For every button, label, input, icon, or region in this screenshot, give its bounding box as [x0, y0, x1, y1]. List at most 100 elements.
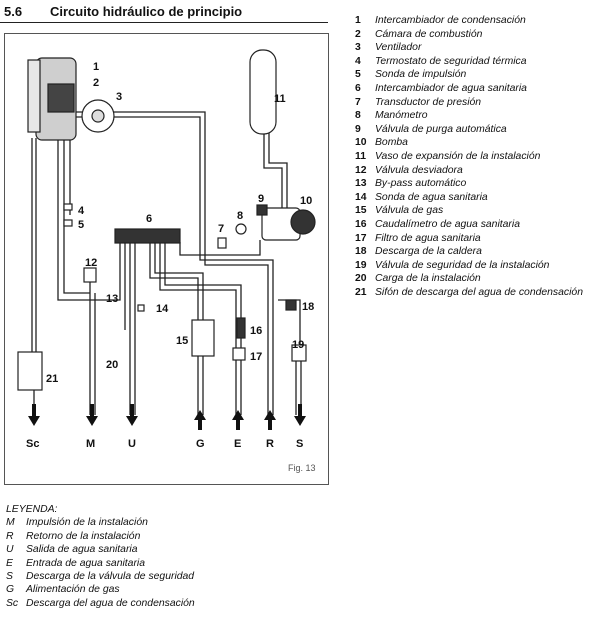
callout-18: 18: [302, 301, 314, 313]
component-item: 12 Válvula desviadora: [355, 164, 583, 178]
callout-3: 3: [116, 91, 122, 103]
siphon: [17, 351, 43, 391]
component-text: Termostato de seguridad térmica: [375, 55, 527, 67]
callout-4: 4: [78, 205, 85, 217]
component-item: 7 Transductor de presión: [355, 96, 583, 110]
component-text: Descarga de la caldera: [375, 246, 482, 258]
legend-heading: LEYENDA:: [6, 504, 58, 515]
legend-code: G: [6, 584, 15, 596]
component-text: Transductor de presión: [375, 96, 482, 108]
gas-valve: [191, 319, 215, 357]
legend-text: Retorno de la instalación: [26, 530, 141, 542]
terminal-sc: Sc: [26, 438, 39, 450]
filter: [232, 347, 246, 361]
drain: [285, 299, 297, 311]
component-item: 4 Termostato de seguridad térmica: [355, 55, 583, 69]
component-number: 1: [355, 15, 361, 26]
component-number: 12: [355, 164, 367, 176]
component-number: 11: [355, 150, 366, 162]
component-item: 9 Válvula de purga automática: [355, 123, 583, 137]
component-text: Ventilador: [375, 42, 422, 54]
callout-2: 2: [93, 77, 99, 89]
component-item: 10 Bomba: [355, 136, 583, 150]
component-number: 13: [355, 178, 367, 190]
component-text: Intercambiador de agua sanitaria: [375, 82, 527, 94]
component-number: 2: [355, 28, 361, 40]
component-text: Caudalímetro de agua sanitaria: [375, 218, 520, 230]
legend-code: S: [6, 571, 13, 583]
terminal-s: S: [296, 438, 303, 450]
callout-11: 11: [274, 93, 286, 105]
callout-20: 20: [106, 359, 118, 371]
terminal-u: U: [128, 438, 136, 450]
manometer: [235, 223, 247, 235]
legend-text: Impulsión de la instalación: [26, 517, 148, 529]
callout-8: 8: [237, 210, 243, 222]
diverter-valve: [83, 267, 97, 283]
callout-19: 19: [292, 339, 304, 351]
callout-14: 14: [156, 303, 169, 315]
component-number: 16: [355, 218, 367, 230]
callout-6: 6: [146, 213, 152, 225]
component-text: Intercambiador de condensación: [375, 15, 526, 26]
safety-valve: [291, 344, 307, 362]
callout-10: 10: [300, 195, 312, 207]
component-text: Sifón de descarga del agua de condensaci…: [375, 286, 583, 298]
callout-12: 12: [85, 257, 97, 269]
component-text: Sonda de agua sanitaria: [375, 191, 488, 203]
callout-1: 1: [93, 61, 99, 73]
legend-text: Descarga de la válvula de seguridad: [26, 571, 195, 583]
pump: [290, 209, 316, 235]
pipes: [31, 111, 302, 415]
callout-17: 17: [250, 351, 262, 363]
component-text: Válvula de purga automática: [375, 123, 507, 135]
legend-code: U: [6, 544, 14, 556]
section-title: Circuito hidráulico de principio: [50, 4, 243, 19]
terminal-e: E: [234, 438, 241, 450]
expansion-tank: [249, 49, 277, 135]
component-item: 6 Intercambiador de agua sanitaria: [355, 82, 583, 96]
component-item: 5 Sonda de impulsión: [355, 68, 583, 82]
legend-item: S Descarga de la válvula de seguridad: [6, 570, 195, 583]
component-text: Bomba: [375, 137, 408, 149]
component-number: 6: [355, 82, 361, 94]
component-item: 1 Intercambiador de condensación: [355, 14, 583, 28]
diagram-frame: [4, 33, 329, 485]
component-text: Válvula de seguridad de la instalación: [375, 259, 550, 271]
components: [17, 49, 316, 391]
section-header: 5.6 Circuito hidráulico de principio: [0, 0, 328, 23]
terminal-r: R: [266, 438, 274, 450]
component-number: 10: [355, 137, 367, 149]
section-number: 5.6: [4, 4, 23, 19]
component-text: Válvula desviadora: [375, 164, 463, 176]
component-item: 19 Válvula de seguridad de la instalación: [355, 259, 583, 273]
callout-9: 9: [258, 193, 264, 205]
component-number: 7: [355, 96, 361, 108]
callout-7: 7: [218, 223, 224, 235]
component-number: 17: [355, 232, 367, 244]
component-number: 9: [355, 123, 361, 135]
dhw-exchanger: [114, 228, 181, 244]
component-text: Válvula de gas: [375, 205, 444, 217]
terminal-arrows: [28, 404, 306, 430]
component-text: Sonda de impulsión: [375, 69, 467, 81]
component-number: 4: [355, 55, 361, 67]
component-number: 5: [355, 69, 361, 81]
callout-16: 16: [250, 325, 262, 337]
component-number: 19: [355, 259, 367, 271]
legend-text: Descarga del agua de condensación: [26, 597, 195, 609]
